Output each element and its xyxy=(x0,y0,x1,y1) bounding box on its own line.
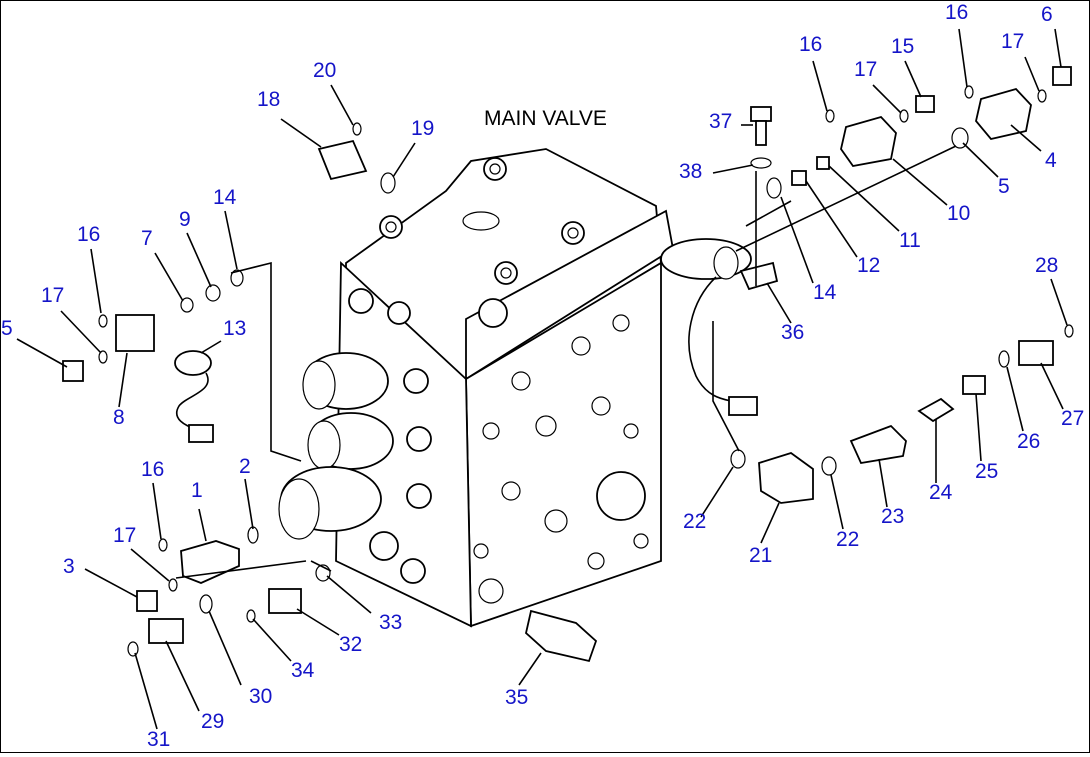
leader-line-30 xyxy=(208,610,242,686)
callout-34: 34 xyxy=(291,659,315,682)
callout-16: 16 xyxy=(141,458,164,481)
callout-1: 1 xyxy=(191,479,203,502)
leader-line-5 xyxy=(962,142,999,178)
callout-3: 3 xyxy=(63,555,75,578)
callout-24: 24 xyxy=(929,481,953,504)
callout-5: 5 xyxy=(1,317,13,340)
leader-line-36 xyxy=(766,282,792,324)
leader-line-15 xyxy=(904,60,922,98)
callout-28: 28 xyxy=(1035,254,1058,277)
callout-22: 22 xyxy=(836,528,859,551)
callout-10: 10 xyxy=(947,202,970,225)
callout-27: 27 xyxy=(1061,407,1084,430)
leader-line-6 xyxy=(1054,28,1062,68)
leader-line-16 xyxy=(90,248,102,314)
leader-line-38 xyxy=(712,164,754,174)
leader-line-21 xyxy=(760,502,780,544)
leader-line-26 xyxy=(1006,366,1024,432)
callout-16: 16 xyxy=(945,1,968,24)
callout-21: 21 xyxy=(749,544,772,567)
leader-line-1 xyxy=(198,508,207,542)
callout-7: 7 xyxy=(141,227,153,250)
callout-31: 31 xyxy=(147,728,170,751)
callout-20: 20 xyxy=(313,59,336,82)
callout-30: 30 xyxy=(249,685,272,708)
leader-line-16 xyxy=(958,28,968,88)
callout-36: 36 xyxy=(781,321,804,344)
callout-5: 5 xyxy=(998,175,1010,198)
main-valve-body xyxy=(278,148,758,628)
callout-37: 37 xyxy=(709,110,732,133)
leader-line-12 xyxy=(805,180,858,258)
callout-22: 22 xyxy=(683,510,706,533)
callout-17: 17 xyxy=(1001,30,1024,53)
leader-line-20 xyxy=(330,84,354,126)
leader-line-32 xyxy=(296,608,340,636)
leader-line-31 xyxy=(134,652,158,730)
leader-line-7 xyxy=(154,252,184,302)
callout-8: 8 xyxy=(113,406,125,429)
leader-line-17 xyxy=(60,310,102,354)
leader-lines xyxy=(16,28,1068,730)
leader-line-9 xyxy=(186,232,212,288)
leader-line-22 xyxy=(830,474,844,530)
callout-26: 26 xyxy=(1017,430,1040,453)
leader-line-14 xyxy=(224,210,238,270)
callout-35: 35 xyxy=(505,686,528,709)
leader-line-16 xyxy=(152,482,162,540)
callout-9: 9 xyxy=(179,208,191,231)
callout-33: 33 xyxy=(379,611,402,634)
leader-line-5 xyxy=(16,338,68,368)
callout-25: 25 xyxy=(975,460,998,483)
leader-line-19 xyxy=(392,142,416,178)
callout-23: 23 xyxy=(881,505,904,528)
callout-16: 16 xyxy=(77,223,100,246)
callout-16: 16 xyxy=(799,33,822,56)
callout-12: 12 xyxy=(857,254,880,277)
callout-17: 17 xyxy=(854,58,877,81)
callout-29: 29 xyxy=(201,710,224,733)
leader-line-25 xyxy=(975,393,982,462)
leader-line-29 xyxy=(165,640,200,712)
callout-13: 13 xyxy=(223,317,246,340)
leader-line-13 xyxy=(200,340,222,354)
leader-line-17 xyxy=(130,548,170,582)
callout-19: 19 xyxy=(411,117,434,140)
callout-32: 32 xyxy=(339,633,362,656)
leader-line-14 xyxy=(780,196,814,284)
callout-6: 6 xyxy=(1041,3,1053,26)
leader-line-23 xyxy=(878,458,888,508)
leader-line-3 xyxy=(84,568,138,598)
leader-line-27 xyxy=(1040,362,1064,410)
leader-line-35 xyxy=(518,652,542,686)
leader-line-17 xyxy=(1024,56,1040,92)
callout-17: 17 xyxy=(113,524,136,547)
leader-line-10 xyxy=(892,158,948,206)
callout-14: 14 xyxy=(813,281,837,304)
leader-line-11 xyxy=(828,165,900,232)
callout-14: 14 xyxy=(213,186,237,209)
callout-11: 11 xyxy=(899,229,921,252)
diagram-title: MAIN VALVE xyxy=(484,107,607,130)
leader-line-2 xyxy=(244,478,254,530)
leader-line-17 xyxy=(872,84,902,114)
leader-line-4 xyxy=(1010,124,1042,152)
callout-38: 38 xyxy=(679,160,702,183)
callout-17: 17 xyxy=(41,284,64,307)
exploded-parts xyxy=(62,66,1074,663)
leader-line-28 xyxy=(1050,278,1068,326)
leader-line-8 xyxy=(118,352,128,408)
leader-line-33 xyxy=(326,575,372,614)
leader-line-16 xyxy=(812,60,828,112)
callout-4: 4 xyxy=(1045,149,1057,172)
leader-line-22 xyxy=(700,466,734,518)
leader-line-18 xyxy=(280,118,322,148)
callout-2: 2 xyxy=(239,455,251,478)
leader-line-34 xyxy=(252,618,292,662)
callout-15: 15 xyxy=(891,35,914,58)
callout-18: 18 xyxy=(257,88,280,111)
